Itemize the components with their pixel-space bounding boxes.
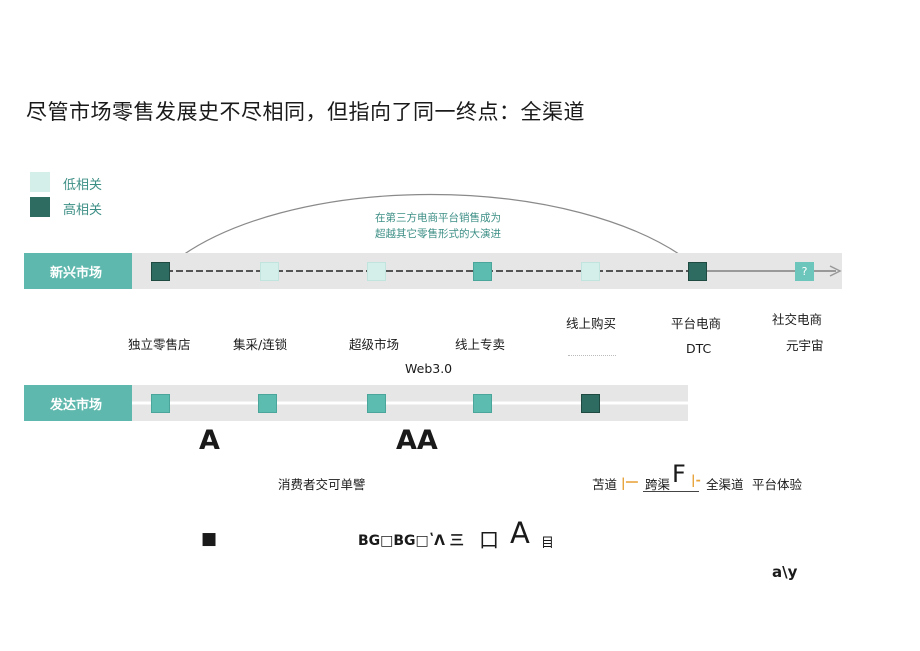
label-omnichannel: 全渠道 xyxy=(706,477,744,492)
developed-node-3 xyxy=(367,394,386,413)
emerging-node-1 xyxy=(151,262,170,281)
emerging-node-unknown: ? xyxy=(795,262,814,281)
developed-node-1 xyxy=(151,394,170,413)
label-chain: 集采/连锁 xyxy=(233,337,288,352)
glyph-big-a: A xyxy=(510,516,530,550)
label-channel: 苫道 xyxy=(592,477,618,492)
arc-annotation: 在第三方电商平台销售成为 超越其它零售形式的大演进 xyxy=(338,210,538,242)
orange-bar-1: |一 xyxy=(621,475,639,490)
emerging-node-3 xyxy=(367,262,386,281)
label-social-ecommerce: 社交电商 xyxy=(772,312,823,327)
label-independent-store: 独立零售店 xyxy=(128,337,191,352)
underline xyxy=(643,491,699,492)
emerging-node-6 xyxy=(688,262,707,281)
glyph-f: F xyxy=(672,460,686,488)
label-metaverse: 元宇宙 xyxy=(786,338,824,353)
box-glyph: 口 xyxy=(479,528,499,552)
developed-node-2 xyxy=(258,394,277,413)
orange-bar-2: |- xyxy=(691,472,701,487)
label-consumer: 消费者交可单譬 xyxy=(278,477,366,492)
garbled-text: BG□BG□ʽΛ 三 xyxy=(358,533,464,549)
developed-node-5 xyxy=(581,394,600,413)
label-supermarket: 超级市场 xyxy=(349,337,400,352)
legend-swatch-high xyxy=(30,197,50,217)
black-square-icon: ■ xyxy=(201,529,218,549)
emerging-node-2 xyxy=(260,262,279,281)
glyph-ay: a\y xyxy=(772,563,798,581)
arc-text-line2: 超越其它零售形式的大演进 xyxy=(375,228,501,240)
developed-market-label: 发达市场 xyxy=(24,385,132,421)
label-online-purchase: 线上购买 xyxy=(566,316,617,331)
legend-label-high: 高相关 xyxy=(63,203,103,218)
faded-text-remnant xyxy=(568,355,616,357)
glyph-aa: AA xyxy=(396,425,438,456)
label-dtc: DTC xyxy=(686,341,712,356)
emerging-node-4 xyxy=(473,262,492,281)
glyph-a: A xyxy=(199,425,220,456)
glyph-mu: 目 xyxy=(541,536,555,551)
emerging-node-5 xyxy=(581,262,600,281)
label-online-store: 线上专卖 xyxy=(455,337,506,352)
label-platform-experience: 平台体验 xyxy=(752,477,803,492)
arc-text-line1: 在第三方电商平台销售成为 xyxy=(375,212,501,224)
legend-swatch-low xyxy=(30,172,50,192)
emerging-market-label: 新兴市场 xyxy=(24,253,132,289)
page-title: 尽管市场零售发展史不尽相同，但指向了同一终点：全渠道 xyxy=(26,100,585,124)
label-web3: Web3.0 xyxy=(405,361,453,376)
label-cross-channel: 跨渠 xyxy=(645,477,671,492)
label-platform-ecommerce: 平台电商 xyxy=(671,316,722,331)
developed-node-4 xyxy=(473,394,492,413)
legend-label-low: 低相关 xyxy=(63,178,103,193)
